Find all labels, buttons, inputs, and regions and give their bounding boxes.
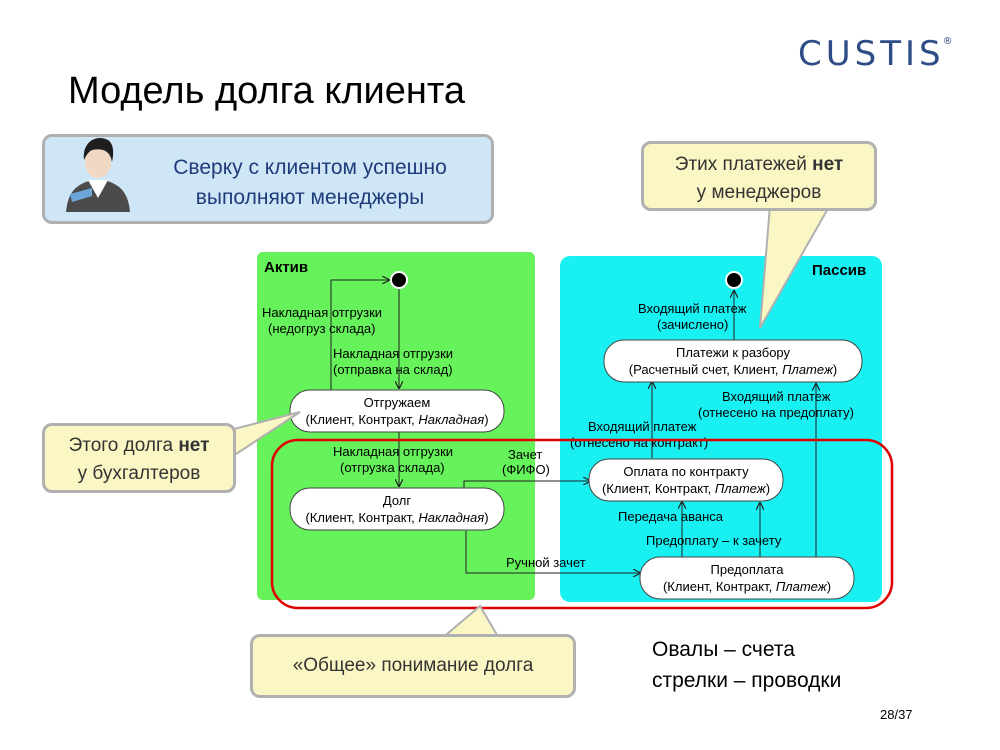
- edge-t5: [465, 531, 640, 573]
- state-platezhi: Платежи к разбору (Расчетный счет, Клиен…: [603, 339, 863, 383]
- state-dolg: Долг (Клиент, Контракт, Накладная): [289, 487, 505, 531]
- label-t6-line1: Входящий платеж: [638, 301, 747, 316]
- label-t4-line1: Зачет: [508, 447, 542, 462]
- label-t2-line1: Накладная отгрузки: [333, 346, 453, 361]
- svg-text:(Клиент, Контракт, Накладная): (Клиент, Контракт, Накладная): [305, 510, 488, 525]
- label-t1-line1: Накладная отгрузки: [262, 305, 382, 320]
- svg-text:Предоплата: Предоплата: [711, 562, 785, 577]
- label-t8-line1: Входящий платеж: [588, 419, 697, 434]
- label-t8-line2: (отнесено на контракт): [570, 435, 708, 450]
- common-understanding-callout: «Общее» понимание долга: [250, 634, 576, 698]
- legend: Овалы – счета стрелки – проводки: [652, 638, 842, 692]
- managers-callout-text: Сверку с клиентом успешно выполняют мене…: [173, 156, 447, 209]
- svg-text:Платежи к разбору: Платежи к разбору: [676, 345, 791, 360]
- svg-text:(Клиент, Контракт, Накладная): (Клиент, Контракт, Накладная): [305, 412, 488, 427]
- user-icon: [66, 138, 130, 212]
- label-t3-line1: Накладная отгрузки: [333, 444, 453, 459]
- svg-text:Отгружаем: Отгружаем: [364, 395, 431, 410]
- svg-text:(Клиент, Контракт, Платеж): (Клиент, Контракт, Платеж): [663, 579, 831, 594]
- page-number: 28/37: [880, 707, 913, 722]
- no-debt-callout: Этого долга нет у бухгалтеров: [42, 423, 236, 493]
- state-oplata: Оплата по контракту (Клиент, Контракт, П…: [588, 458, 784, 502]
- label-t10: Предоплату – к зачету: [646, 533, 782, 548]
- label-t7-line2: (отнесено на предоплату): [698, 405, 854, 420]
- label-t4-line2: (ФИФО): [502, 462, 550, 477]
- common-understanding-highlight: [270, 438, 894, 610]
- label-t3-line2: (отгрузка склада): [340, 460, 445, 475]
- svg-text:(Расчетный счет, Клиент, Плате: (Расчетный счет, Клиент, Платеж): [629, 362, 838, 377]
- label-t7-line1: Входящий платеж: [722, 389, 831, 404]
- state-predoplata: Предоплата (Клиент, Контракт, Платеж): [639, 556, 855, 600]
- no-payments-callout: Этих платежей нет у менеджеров: [641, 141, 877, 211]
- edge-t1: [330, 280, 389, 390]
- svg-text:(Клиент, Контракт, Платеж): (Клиент, Контракт, Платеж): [602, 481, 770, 496]
- label-t6-line2: (зачислено): [657, 317, 728, 332]
- label-t5: Ручной зачет: [506, 555, 586, 570]
- svg-text:Оплата по контракту: Оплата по контракту: [623, 464, 749, 479]
- label-t2-line2: (отправка на склад): [333, 362, 453, 377]
- label-t9: Передача аванса: [618, 509, 724, 524]
- passive-title: Пассив: [812, 262, 866, 279]
- active-title: Актив: [264, 259, 308, 276]
- managers-callout: Сверку с клиентом успешно выполняют мене…: [42, 134, 494, 224]
- custis-logo: CUSTIS®: [798, 34, 953, 74]
- passive-start-node: [725, 271, 743, 289]
- label-t1-line2: (недогруз склада): [268, 321, 375, 336]
- state-otgruzhaem: Отгружаем (Клиент, Контракт, Накладная): [289, 389, 505, 433]
- edge-t4: [463, 481, 590, 488]
- active-start-node: [390, 271, 408, 289]
- page-title: Модель долга клиента: [68, 70, 465, 112]
- svg-text:Долг: Долг: [383, 493, 411, 508]
